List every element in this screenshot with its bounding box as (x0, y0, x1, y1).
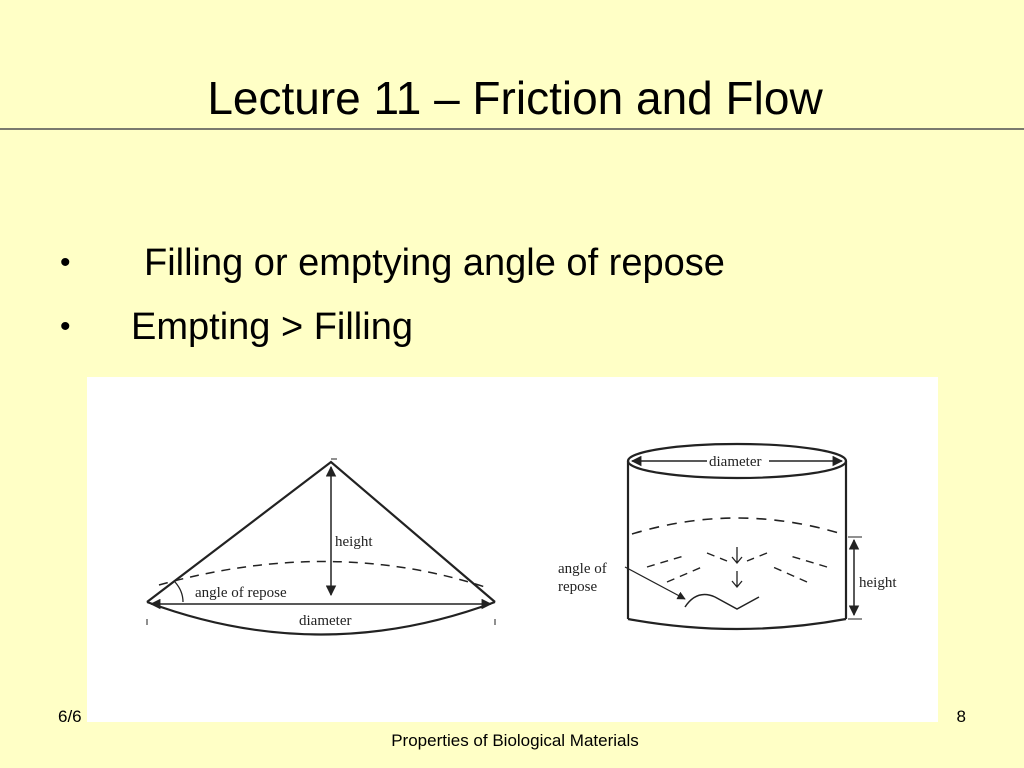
bin-bottom (627, 617, 847, 631)
bin-diagram (624, 442, 862, 631)
cone-base-arc (146, 600, 496, 636)
bin-angle-label-line1: angle of (558, 561, 607, 577)
bin-diameter-label-bg (707, 453, 769, 469)
title-divider (0, 128, 1024, 130)
bullet-marker: • (60, 310, 71, 343)
bin-dashed-surface (631, 517, 843, 535)
bin-flow-arrows (731, 547, 743, 589)
bullet-text: Filling or emptying angle of repose (144, 242, 725, 284)
cone-angle-label: angle of repose (195, 585, 287, 601)
cone-height-label: height (335, 534, 373, 550)
cone-angle-arc (174, 581, 184, 603)
cone-angle-label-bg (193, 582, 299, 600)
bin-diameter-label: diameter (709, 454, 761, 470)
slide-title: Lecture 11 – Friction and Flow (207, 72, 823, 124)
footer-course: Properties of Biological Materials (391, 731, 639, 750)
cone-outline (146, 460, 496, 603)
figure-svg: height angle of repose diameter diameter… (146, 442, 897, 636)
cone-diameter-label: diameter (299, 613, 351, 629)
bullet-marker: • (60, 246, 71, 279)
angle-of-repose-figure: height angle of repose diameter diameter… (87, 377, 938, 722)
footer-date: 6/6 (58, 707, 82, 726)
cone-diagram (146, 458, 496, 636)
bullet-text: Empting > Filling (131, 306, 413, 348)
bin-angle-pointer (624, 566, 686, 600)
footer-page-number: 8 (956, 707, 966, 726)
cone-dashed-arc (158, 560, 486, 588)
bin-height-label: height (859, 575, 897, 591)
bin-angle-label-line2: repose (558, 579, 597, 595)
cone-height-label-bg (333, 530, 379, 550)
bin-crater (684, 593, 760, 610)
bin-flow-lines (646, 552, 828, 583)
